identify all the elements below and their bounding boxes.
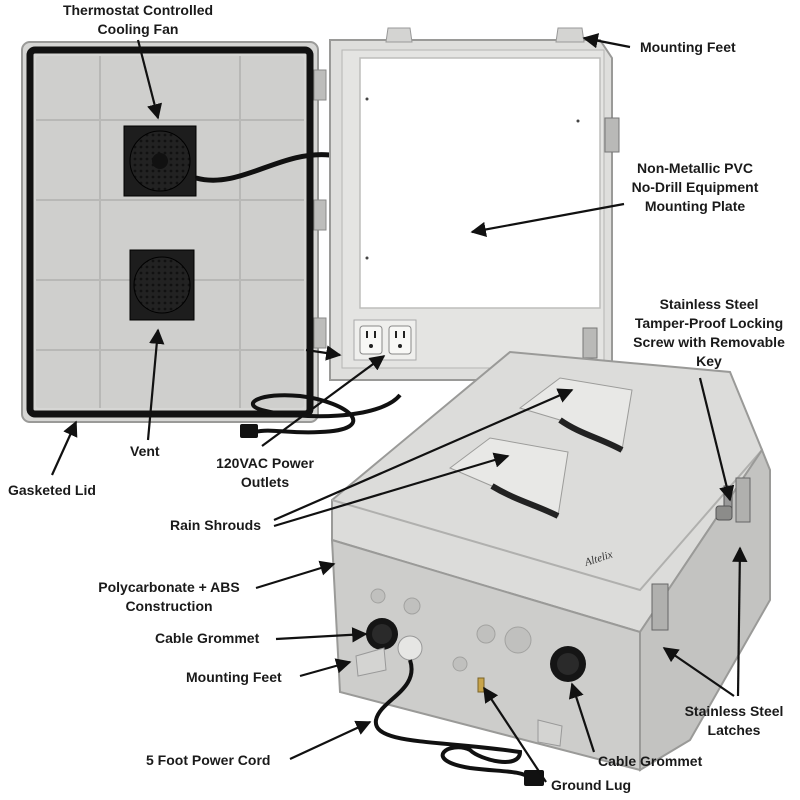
label-shrouds: Rain Shrouds — [170, 517, 262, 533]
label-outlets: 120VAC Power Outlets — [216, 455, 314, 490]
vent — [129, 249, 195, 321]
arrow-grommet-right — [568, 682, 596, 753]
arrow-construction — [255, 560, 336, 590]
arrow-vent — [146, 328, 165, 441]
arrow-feet-top — [582, 33, 631, 49]
arrow-plate — [470, 202, 625, 238]
arrow-latches-2 — [662, 647, 735, 697]
arrow-cord — [289, 720, 372, 760]
arrow-outlets-2 — [305, 345, 342, 361]
label-construction: Polycarbonate + ABS Construction — [98, 579, 240, 614]
arrow-feet-bottom — [299, 658, 352, 678]
arrow-ground — [483, 686, 547, 783]
label-plate: Non-Metallic PVC No-Drill Equipment Moun… — [631, 160, 759, 214]
arrow-shrouds-1 — [273, 388, 574, 522]
open-lid — [21, 41, 327, 423]
power-cord-bottom — [373, 659, 544, 786]
arrow-screw — [698, 377, 735, 502]
label-gasket: Gasketed Lid — [8, 482, 96, 498]
arrow-grommet-left — [275, 627, 368, 643]
arrow-fan — [136, 39, 163, 120]
arrow-shrouds-2 — [273, 452, 510, 528]
open-base — [329, 27, 620, 381]
arrow-latches-1 — [732, 546, 748, 697]
label-feet-bottom: Mounting Feet — [186, 669, 282, 685]
label-grommet-left: Cable Grommet — [155, 630, 260, 646]
label-feet-top: Mounting Feet — [640, 39, 736, 55]
label-screw: Stainless Steel Tamper-Proof Locking Scr… — [633, 296, 785, 369]
arrow-outlets-1 — [261, 355, 386, 447]
cooling-fan — [123, 125, 197, 197]
label-grommet-right: Cable Grommet — [598, 753, 703, 769]
label-vent: Vent — [130, 443, 160, 459]
label-ground: Ground Lug — [551, 777, 632, 793]
label-latches: Stainless Steel Latches — [684, 703, 784, 738]
label-cord: 5 Foot Power Cord — [146, 752, 271, 768]
arrow-gasket — [50, 420, 78, 476]
power-cord-top — [240, 393, 402, 438]
label-fan: Thermostat Controlled Cooling Fan — [62, 2, 214, 37]
